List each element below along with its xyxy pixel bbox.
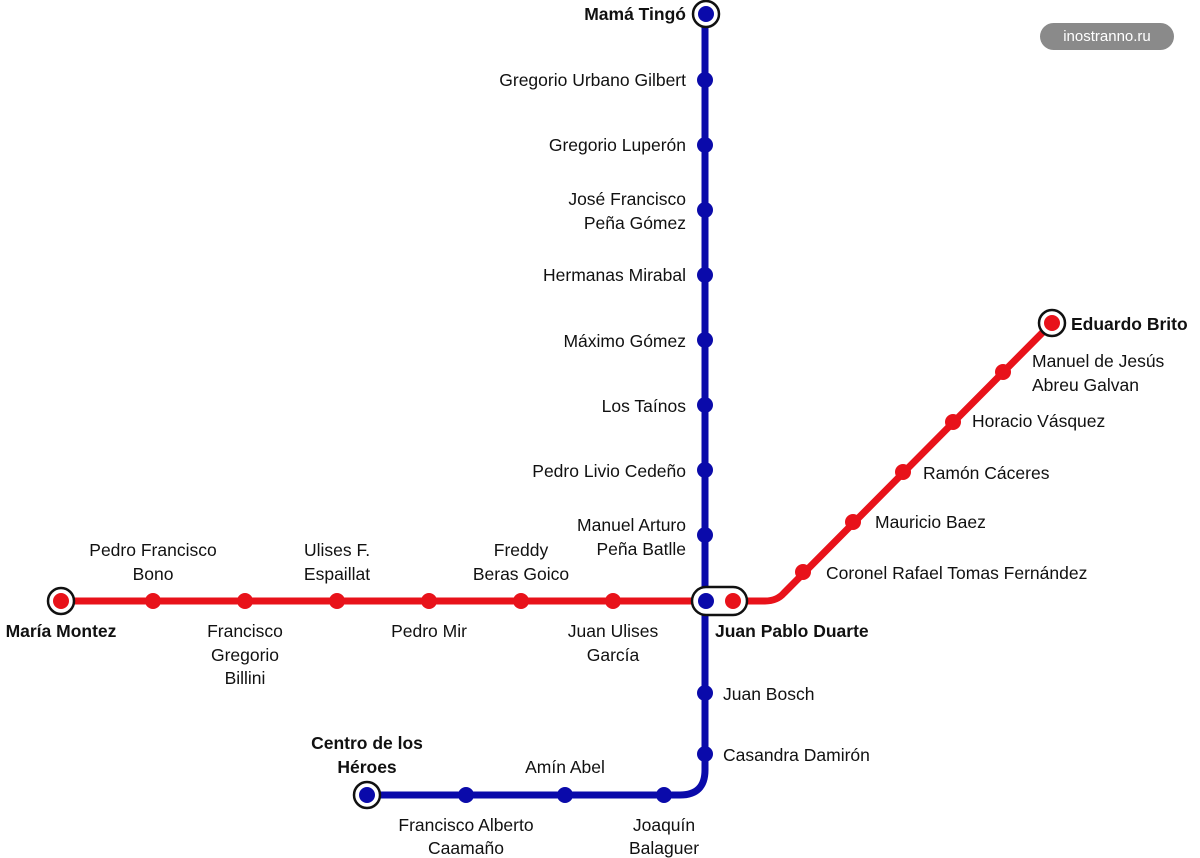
label-manuel-de-jesus-line2: Abreu Galvan bbox=[1032, 375, 1139, 395]
station-dot-francisco-gregorio-billini[interactable] bbox=[237, 593, 253, 609]
station-dot-gregorio-urbano-gilbert[interactable] bbox=[697, 72, 713, 88]
label-manuel-arturo-line2: Peña Batlle bbox=[596, 539, 686, 559]
label-los-tainos: Los Taínos bbox=[602, 396, 687, 416]
station-dot-coronel-rafael-tomas-fernandez[interactable] bbox=[795, 564, 811, 580]
label-coronel-rafael-tomas-fernandez: Coronel Rafael Tomas Fernández bbox=[826, 563, 1087, 583]
label-francisco-gregorio-line1: Francisco bbox=[207, 621, 283, 641]
label-pedro-francisco-line1: Pedro Francisco bbox=[89, 540, 216, 560]
station-dot-horacio-vasquez[interactable] bbox=[945, 414, 961, 430]
label-joaquin-balaguer-line2: Balaguer bbox=[629, 838, 699, 858]
station-dot-maximo-gomez[interactable] bbox=[697, 332, 713, 348]
terminal-maria-montez[interactable] bbox=[46, 586, 76, 616]
label-manuel-arturo-line1: Manuel Arturo bbox=[577, 515, 686, 535]
station-dot-freddy-beras-goico[interactable] bbox=[513, 593, 529, 609]
label-casandra-damiron: Casandra Damirón bbox=[723, 745, 870, 765]
line-1-track bbox=[363, 10, 709, 799]
station-dot-casandra-damiron[interactable] bbox=[697, 746, 713, 762]
station-dot-pedro-livio-cedeno[interactable] bbox=[697, 462, 713, 478]
station-dot-juan-bosch[interactable] bbox=[697, 685, 713, 701]
interchange-juan-pablo-duarte[interactable] bbox=[690, 585, 749, 617]
line-2-stations bbox=[145, 364, 1011, 609]
label-ramon-caceres: Ramón Cáceres bbox=[923, 463, 1050, 483]
label-francisco-alberto-line1: Francisco Alberto bbox=[398, 815, 533, 835]
station-dot-amin-abel[interactable] bbox=[557, 787, 573, 803]
label-freddy-line1: Freddy bbox=[494, 540, 549, 560]
label-francisco-gregorio-line3: Billini bbox=[225, 668, 266, 688]
label-jose-francisco-line1: José Francisco bbox=[568, 189, 686, 209]
station-dot-ulises-espaillat[interactable] bbox=[329, 593, 345, 609]
label-horacio-vasquez: Horacio Vásquez bbox=[972, 411, 1105, 431]
label-francisco-gregorio-line2: Gregorio bbox=[211, 645, 279, 665]
station-dot-juan-ulises-garcia[interactable] bbox=[605, 593, 621, 609]
label-pedro-mir: Pedro Mir bbox=[391, 621, 467, 641]
station-dot-jose-francisco-pena-gomez[interactable] bbox=[697, 202, 713, 218]
label-eduardo-brito: Eduardo Brito bbox=[1071, 314, 1188, 334]
watermark-badge: inostranno.ru bbox=[1040, 23, 1174, 50]
label-gregorio-urbano-gilbert: Gregorio Urbano Gilbert bbox=[499, 70, 686, 90]
station-dot-ramon-caceres[interactable] bbox=[895, 464, 911, 480]
station-dot-gregorio-luperon[interactable] bbox=[697, 137, 713, 153]
line-2-track bbox=[57, 319, 1056, 605]
station-dot-joaquin-balaguer[interactable] bbox=[656, 787, 672, 803]
label-juan-pablo-duarte: Juan Pablo Duarte bbox=[715, 621, 869, 641]
terminal-eduardo-brito[interactable] bbox=[1037, 308, 1067, 338]
label-mauricio-baez: Mauricio Baez bbox=[875, 512, 986, 532]
label-jose-francisco-line2: Peña Gómez bbox=[584, 213, 686, 233]
line-1-stations bbox=[458, 72, 713, 803]
label-hermanas-mirabal: Hermanas Mirabal bbox=[543, 265, 686, 285]
label-ulises-line1: Ulises F. bbox=[304, 540, 370, 560]
label-freddy-line2: Beras Goico bbox=[473, 564, 569, 584]
label-pedro-francisco-line2: Bono bbox=[133, 564, 174, 584]
label-centro-de-los-heroes-line2: Héroes bbox=[337, 757, 397, 777]
label-juan-ulises-line1: Juan Ulises bbox=[568, 621, 659, 641]
label-maximo-gomez: Máximo Gómez bbox=[563, 331, 686, 351]
label-mama-tingo: Mamá Tingó bbox=[584, 4, 686, 24]
station-dot-los-tainos[interactable] bbox=[697, 397, 713, 413]
label-pedro-livio-cedeno: Pedro Livio Cedeño bbox=[532, 461, 686, 481]
station-dot-pedro-francisco-bono[interactable] bbox=[145, 593, 161, 609]
label-manuel-de-jesus-line1: Manuel de Jesús bbox=[1032, 351, 1165, 371]
terminal-mama-tingo[interactable] bbox=[691, 0, 721, 29]
label-francisco-alberto-line2: Caamaño bbox=[428, 838, 504, 858]
label-joaquin-balaguer-line1: Joaquín bbox=[633, 815, 695, 835]
label-gregorio-luperon: Gregorio Luperón bbox=[549, 135, 686, 155]
label-centro-de-los-heroes-line1: Centro de los bbox=[311, 733, 423, 753]
label-amin-abel: Amín Abel bbox=[525, 757, 605, 777]
station-dot-francisco-alberto-caamano[interactable] bbox=[458, 787, 474, 803]
label-ulises-line2: Espaillat bbox=[304, 564, 370, 584]
label-juan-ulises-line2: García bbox=[587, 645, 640, 665]
label-maria-montez: María Montez bbox=[6, 621, 117, 641]
station-dot-manuel-de-jesus-abreu-galvan[interactable] bbox=[995, 364, 1011, 380]
station-dot-pedro-mir[interactable] bbox=[421, 593, 437, 609]
label-juan-bosch: Juan Bosch bbox=[723, 684, 814, 704]
station-dot-manuel-arturo-pena-batlle[interactable] bbox=[697, 527, 713, 543]
terminal-centro-de-los-heroes[interactable] bbox=[352, 780, 382, 810]
station-dot-hermanas-mirabal[interactable] bbox=[697, 267, 713, 283]
station-dot-mauricio-baez[interactable] bbox=[845, 514, 861, 530]
